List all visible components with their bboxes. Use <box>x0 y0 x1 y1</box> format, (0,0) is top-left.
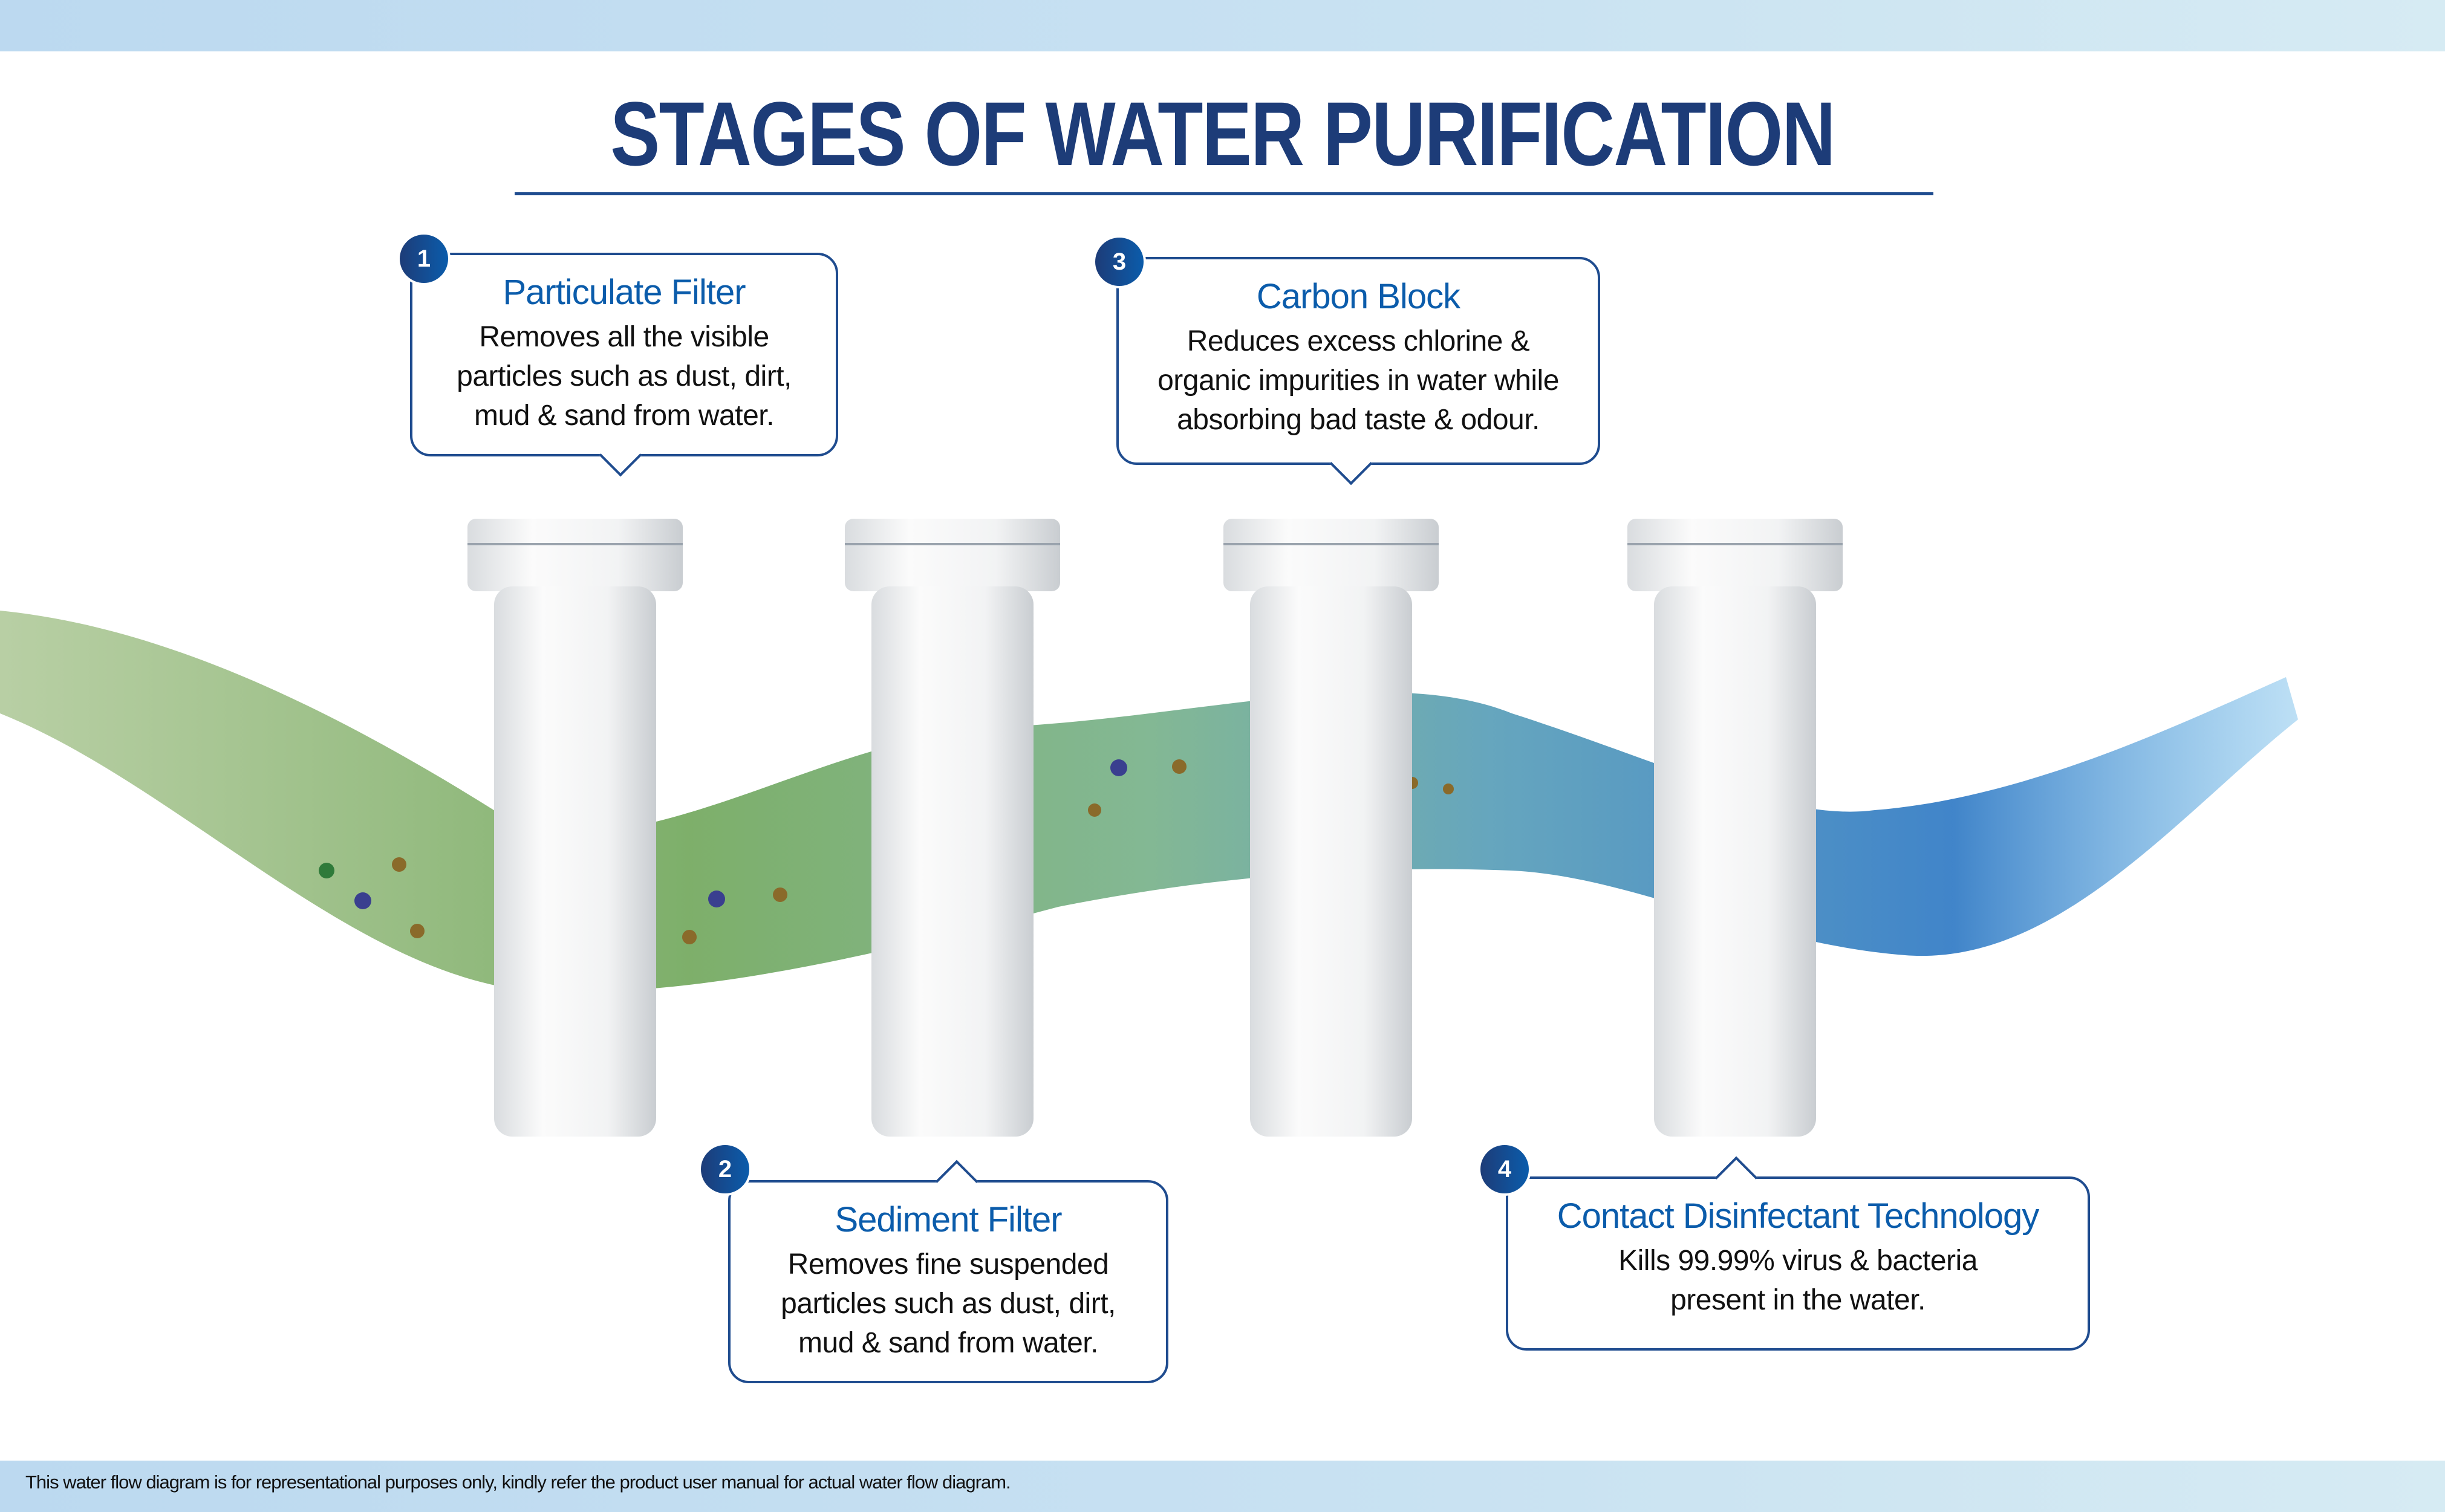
stage-description: Reduces excess chlorine & organic impuri… <box>1157 325 1559 436</box>
stage-heading: Contact Disinfectant Technology <box>1557 1196 2040 1236</box>
filter-cartridge-2 <box>845 519 1060 1137</box>
stage-heading: Sediment Filter <box>835 1200 1062 1239</box>
title-container: STAGES OF WATER PURIFICATION <box>0 82 2445 186</box>
water-stream <box>0 611 2298 992</box>
stage-number-badge: 4 <box>1478 1143 1531 1196</box>
stage-number-badge: 1 <box>397 232 451 285</box>
page-title: STAGES OF WATER PURIFICATION <box>610 83 1835 184</box>
stage-4-callout: Contact Disinfectant Technology Kills 99… <box>1506 1156 2090 1351</box>
stage-number-badge: 3 <box>1093 235 1146 288</box>
filter-cartridge-1 <box>467 519 683 1137</box>
stage-3-callout: Carbon Block Reduces excess chlorine & o… <box>1116 257 1600 485</box>
stage-description: Removes fine suspended particles such as… <box>781 1248 1116 1359</box>
stage-heading: Particulate Filter <box>503 273 746 312</box>
filter-cartridge-4 <box>1627 519 1843 1137</box>
stage-heading: Carbon Block <box>1256 277 1460 316</box>
top-banner <box>0 0 2445 51</box>
stage-description: Kills 99.99% virus & bacteria present in… <box>1618 1245 1978 1316</box>
stage-description: Removes all the visible particles such a… <box>457 321 792 432</box>
stage-1-callout: Particulate Filter Removes all the visib… <box>410 253 838 477</box>
water-filter-cartridges <box>467 519 1843 1137</box>
stage-number-badge: 2 <box>698 1143 752 1196</box>
disclaimer-text: This water flow diagram is for represent… <box>25 1471 1011 1493</box>
stage-2-callout: Sediment Filter Removes fine suspended p… <box>728 1160 1168 1383</box>
filter-cartridge-3 <box>1223 519 1439 1137</box>
footer-banner: This water flow diagram is for represent… <box>0 1461 2445 1512</box>
title-underline <box>515 192 1933 195</box>
